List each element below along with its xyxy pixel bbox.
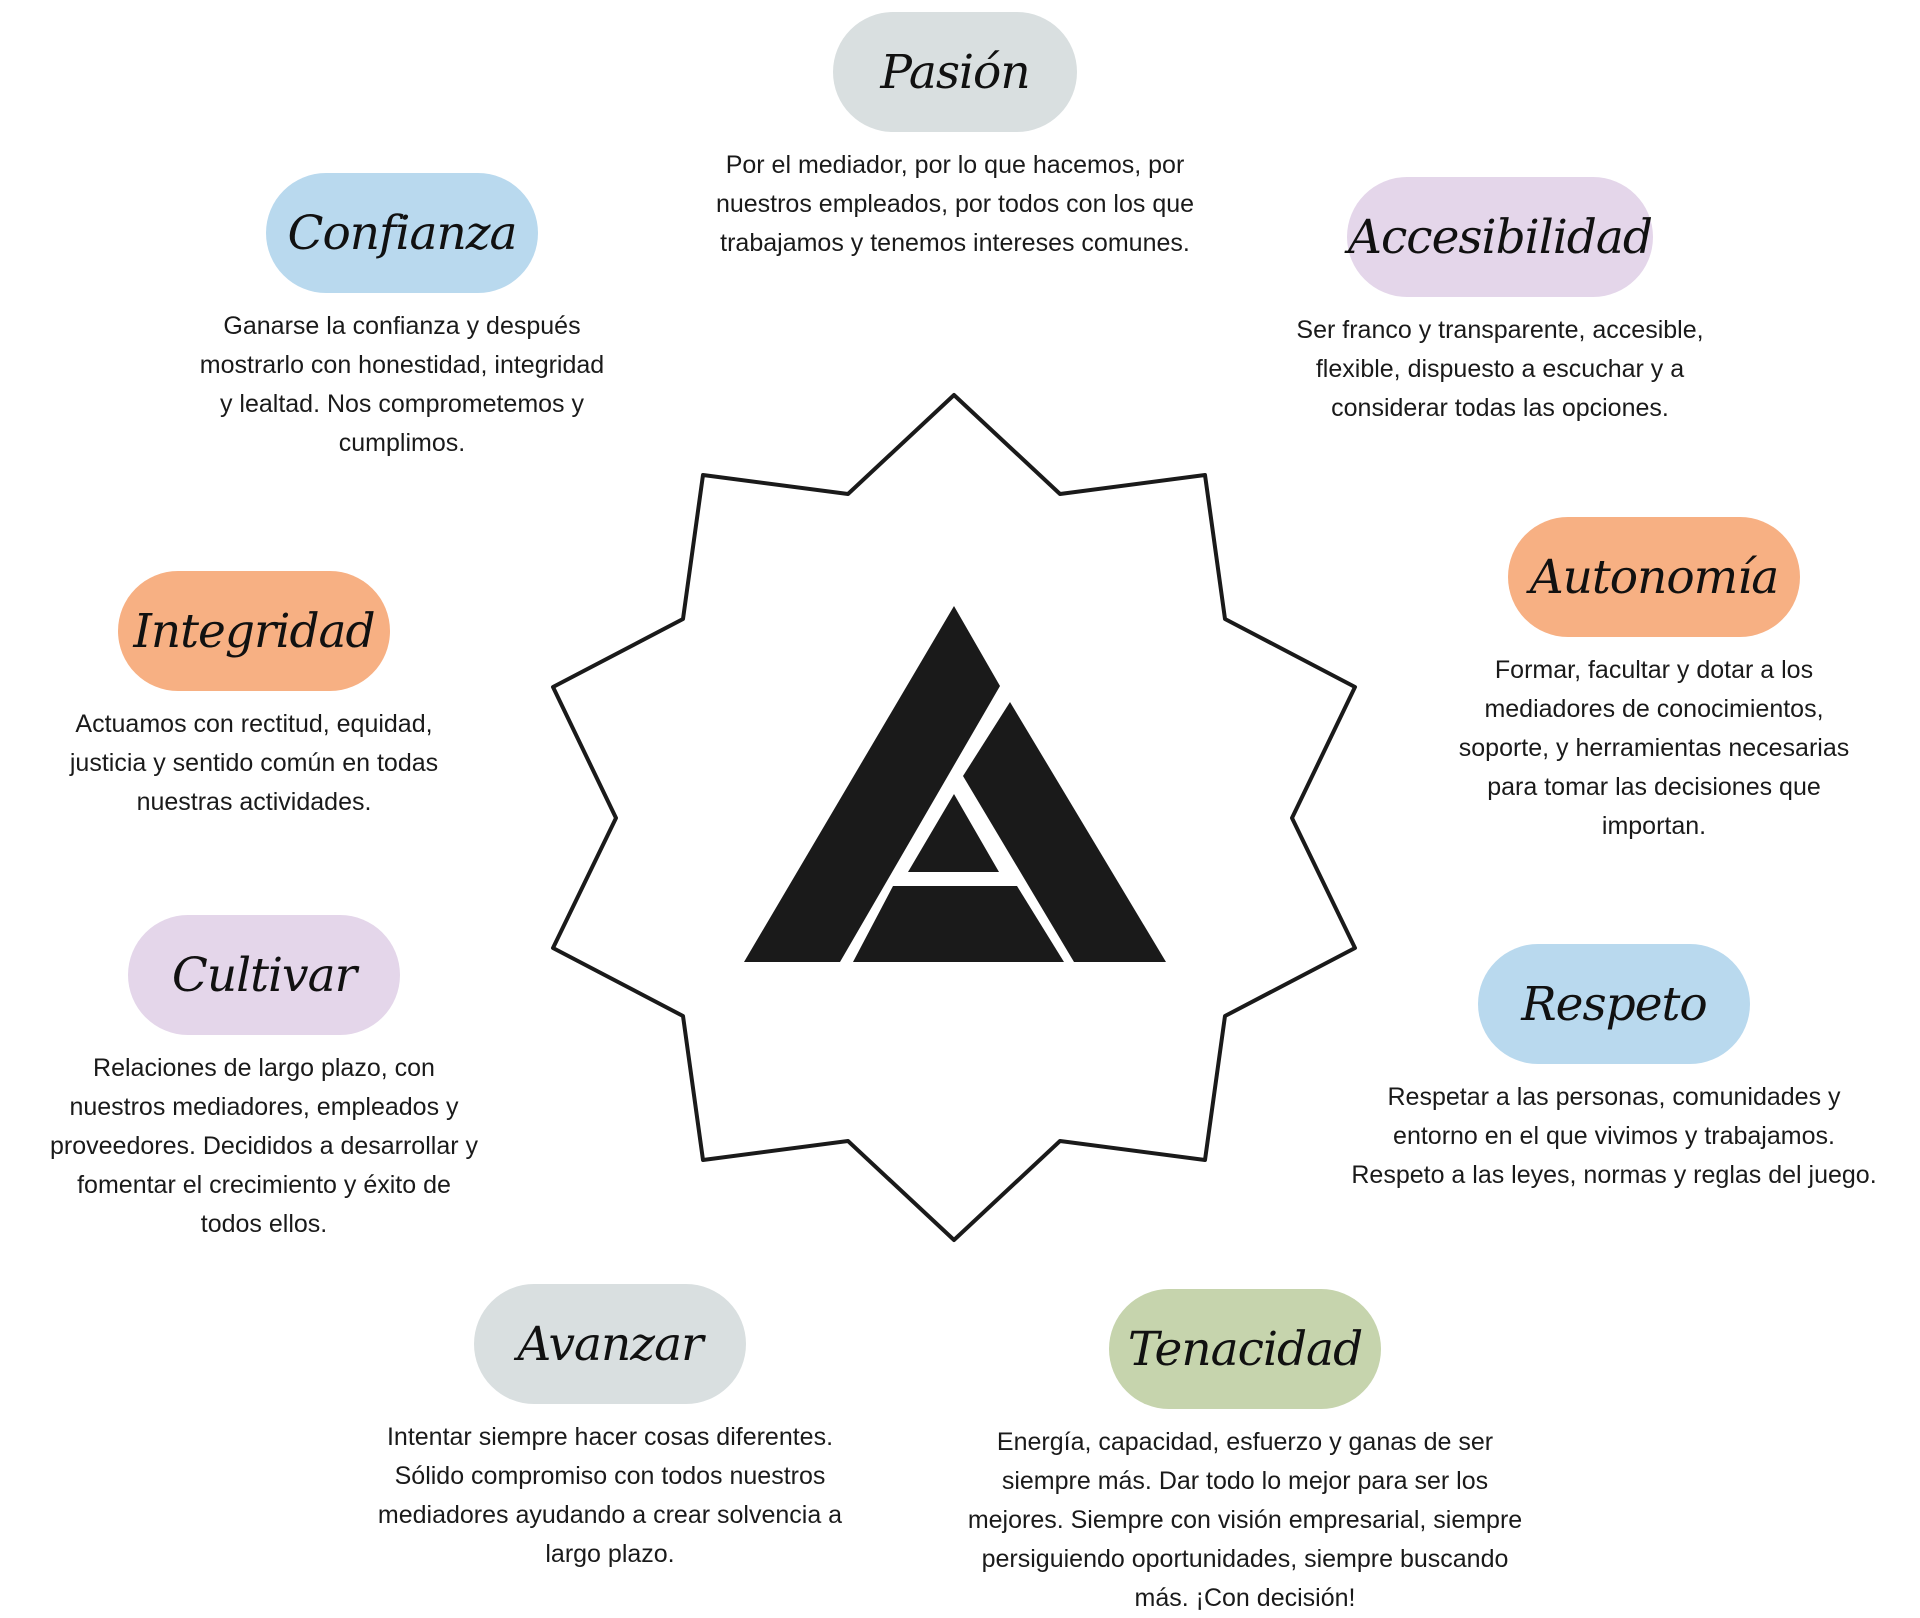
avanzar-description: Intentar siempre hacer cosas diferentes.… bbox=[377, 1423, 843, 1568]
respeto-title: Respeto bbox=[1478, 944, 1750, 1064]
pasion-title: Pasión bbox=[833, 12, 1077, 132]
respeto-description: Respetar a las personas, comunidades y e… bbox=[1351, 1083, 1877, 1189]
integridad-title: Integridad bbox=[118, 571, 390, 691]
value-tenacidad: Tenacidad Energía, capacidad, esfuerzo y… bbox=[925, 1289, 1565, 1618]
value-accesibilidad: Accesibilidad Ser franco y transparente,… bbox=[1240, 177, 1760, 428]
integridad-description: Actuamos con rectitud, equidad, justicia… bbox=[69, 710, 439, 816]
value-integridad: Integridad Actuamos con rectitud, equida… bbox=[14, 571, 494, 822]
autonomia-description: Formar, facultar y dotar a los mediadore… bbox=[1458, 656, 1850, 840]
value-avanzar: Avanzar Intentar siempre hacer cosas dif… bbox=[330, 1284, 890, 1574]
avanzar-title: Avanzar bbox=[474, 1284, 746, 1404]
value-confianza: Confianza Ganarse la confianza y después… bbox=[142, 173, 662, 463]
value-cultivar: Cultivar Relaciones de largo plazo, con … bbox=[14, 915, 514, 1244]
confianza-description: Ganarse la confianza y después mostrarlo… bbox=[199, 312, 605, 457]
tenacidad-title: Tenacidad bbox=[1109, 1289, 1381, 1409]
cultivar-description: Relaciones de largo plazo, con nuestros … bbox=[50, 1054, 478, 1238]
a-triangle-logo-icon bbox=[744, 606, 1166, 962]
value-autonomia: Autonomía Formar, facultar y dotar a los… bbox=[1410, 517, 1898, 846]
value-pasion: Pasión Por el mediador, por lo que hacem… bbox=[660, 12, 1250, 263]
accesibilidad-description: Ser franco y transparente, accesible, fl… bbox=[1296, 316, 1704, 422]
tenacidad-description: Energía, capacidad, esfuerzo y ganas de … bbox=[967, 1428, 1523, 1612]
cultivar-title: Cultivar bbox=[128, 915, 400, 1035]
autonomia-title: Autonomía bbox=[1508, 517, 1800, 637]
confianza-title: Confianza bbox=[266, 173, 538, 293]
accesibilidad-title: Accesibilidad bbox=[1347, 177, 1653, 297]
pasion-description: Por el mediador, por lo que hacemos, por… bbox=[715, 151, 1195, 257]
value-respeto: Respeto Respetar a las personas, comunid… bbox=[1314, 944, 1914, 1195]
